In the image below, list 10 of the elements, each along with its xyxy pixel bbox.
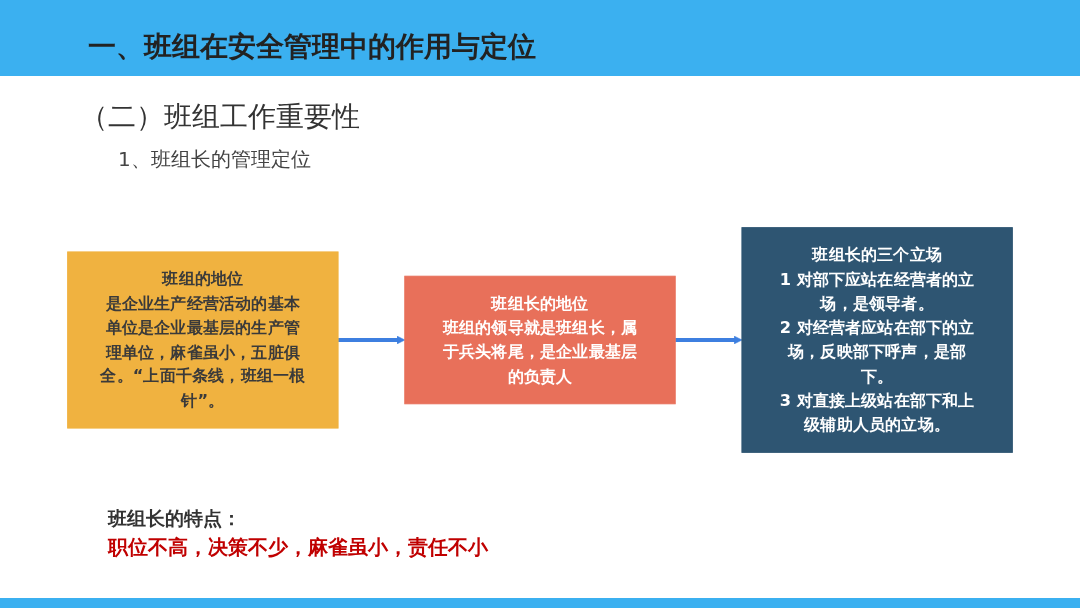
node-box: 班组长的地位 班组的领导就是班组长，属于兵头将尾，是企业最基层的负责人	[404, 275, 676, 405]
note-text: 职位不高，决策不少，麻雀虽小，责任不小	[108, 534, 488, 561]
arrow	[338, 335, 406, 345]
section-heading: （二）班组工作重要性	[80, 99, 360, 135]
subsection-heading: 1、班组长的管理定位	[118, 146, 311, 173]
node-box: 班组的地位 是企业生产经营活动的基本单位是企业最基层的生产管理单位，麻雀虽小，五脏俱全。“上面千条线，班组一根针”。	[67, 251, 339, 429]
node-box: 班组长的三个立场 1 对部下应站在经营者的立场，是领导者。 2 对经营者应站在部下的立场，反映部下呼声，是部下。 3 对直接上级站在部下和上级辅助人员的立场。	[741, 227, 1013, 453]
arrow	[675, 335, 743, 345]
note-heading: 班组长的特点：	[108, 506, 241, 531]
page-title: 一、班组在安全管理中的作用与定位	[88, 29, 536, 65]
